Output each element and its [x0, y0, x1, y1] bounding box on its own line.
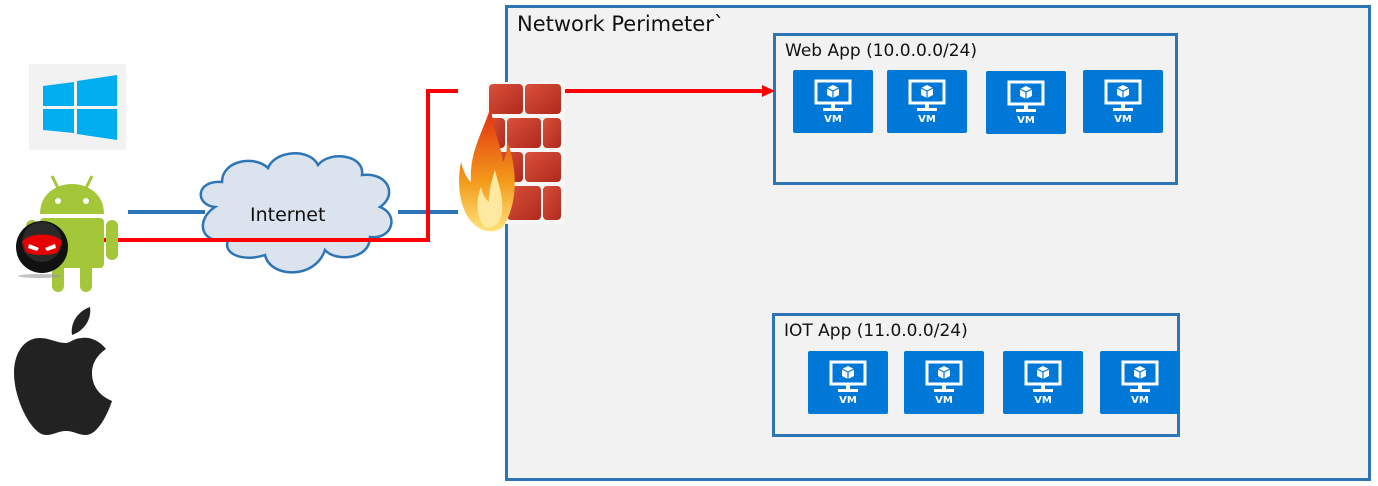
vm-monitor-icon — [1104, 79, 1142, 111]
vm-tile: VM — [1100, 351, 1180, 414]
firewall-icon — [459, 82, 565, 232]
windows-logo-icon — [29, 64, 126, 150]
network-perimeter-label: Network Perimeter` — [517, 12, 725, 36]
vm-monitor-icon — [1024, 360, 1062, 392]
vm-monitor-icon — [1007, 80, 1045, 112]
vm-label: VM — [1131, 395, 1149, 406]
attack-path-outside — [78, 89, 458, 242]
vm-label: VM — [1114, 114, 1132, 125]
vm-monitor-icon — [814, 79, 852, 111]
vm-monitor-icon — [1121, 360, 1159, 392]
vm-tile: VM — [808, 351, 888, 414]
attack-arrowhead-icon — [762, 85, 775, 97]
vm-label: VM — [918, 114, 936, 125]
apple-logo-icon — [14, 307, 112, 435]
vm-monitor-icon — [829, 360, 867, 392]
internet-cloud-icon — [199, 152, 393, 274]
vm-tile: VM — [904, 351, 984, 414]
internet-label: Internet — [250, 204, 326, 226]
vm-label: VM — [824, 114, 842, 125]
vm-label: VM — [935, 395, 953, 406]
vm-monitor-icon — [925, 360, 963, 392]
vm-tile: VM — [887, 70, 967, 133]
vm-tile: VM — [986, 71, 1066, 134]
iot-app-subnet: IOT App (11.0.0.0/24) VM VM VM — [772, 313, 1180, 437]
vm-label: VM — [1034, 395, 1052, 406]
web-app-subnet: Web App (10.0.0.0/24) VM VM VM — [773, 33, 1178, 185]
vm-label: VM — [839, 395, 857, 406]
vm-tile: VM — [793, 70, 873, 133]
web-app-subnet-label: Web App (10.0.0.0/24) — [785, 41, 977, 61]
hacker-icon — [16, 221, 68, 278]
vm-monitor-icon — [908, 79, 946, 111]
vm-tile: VM — [1083, 70, 1163, 133]
vm-tile: VM — [1003, 351, 1083, 414]
iot-app-subnet-label: IOT App (11.0.0.0/24) — [784, 321, 968, 341]
vm-label: VM — [1017, 115, 1035, 126]
